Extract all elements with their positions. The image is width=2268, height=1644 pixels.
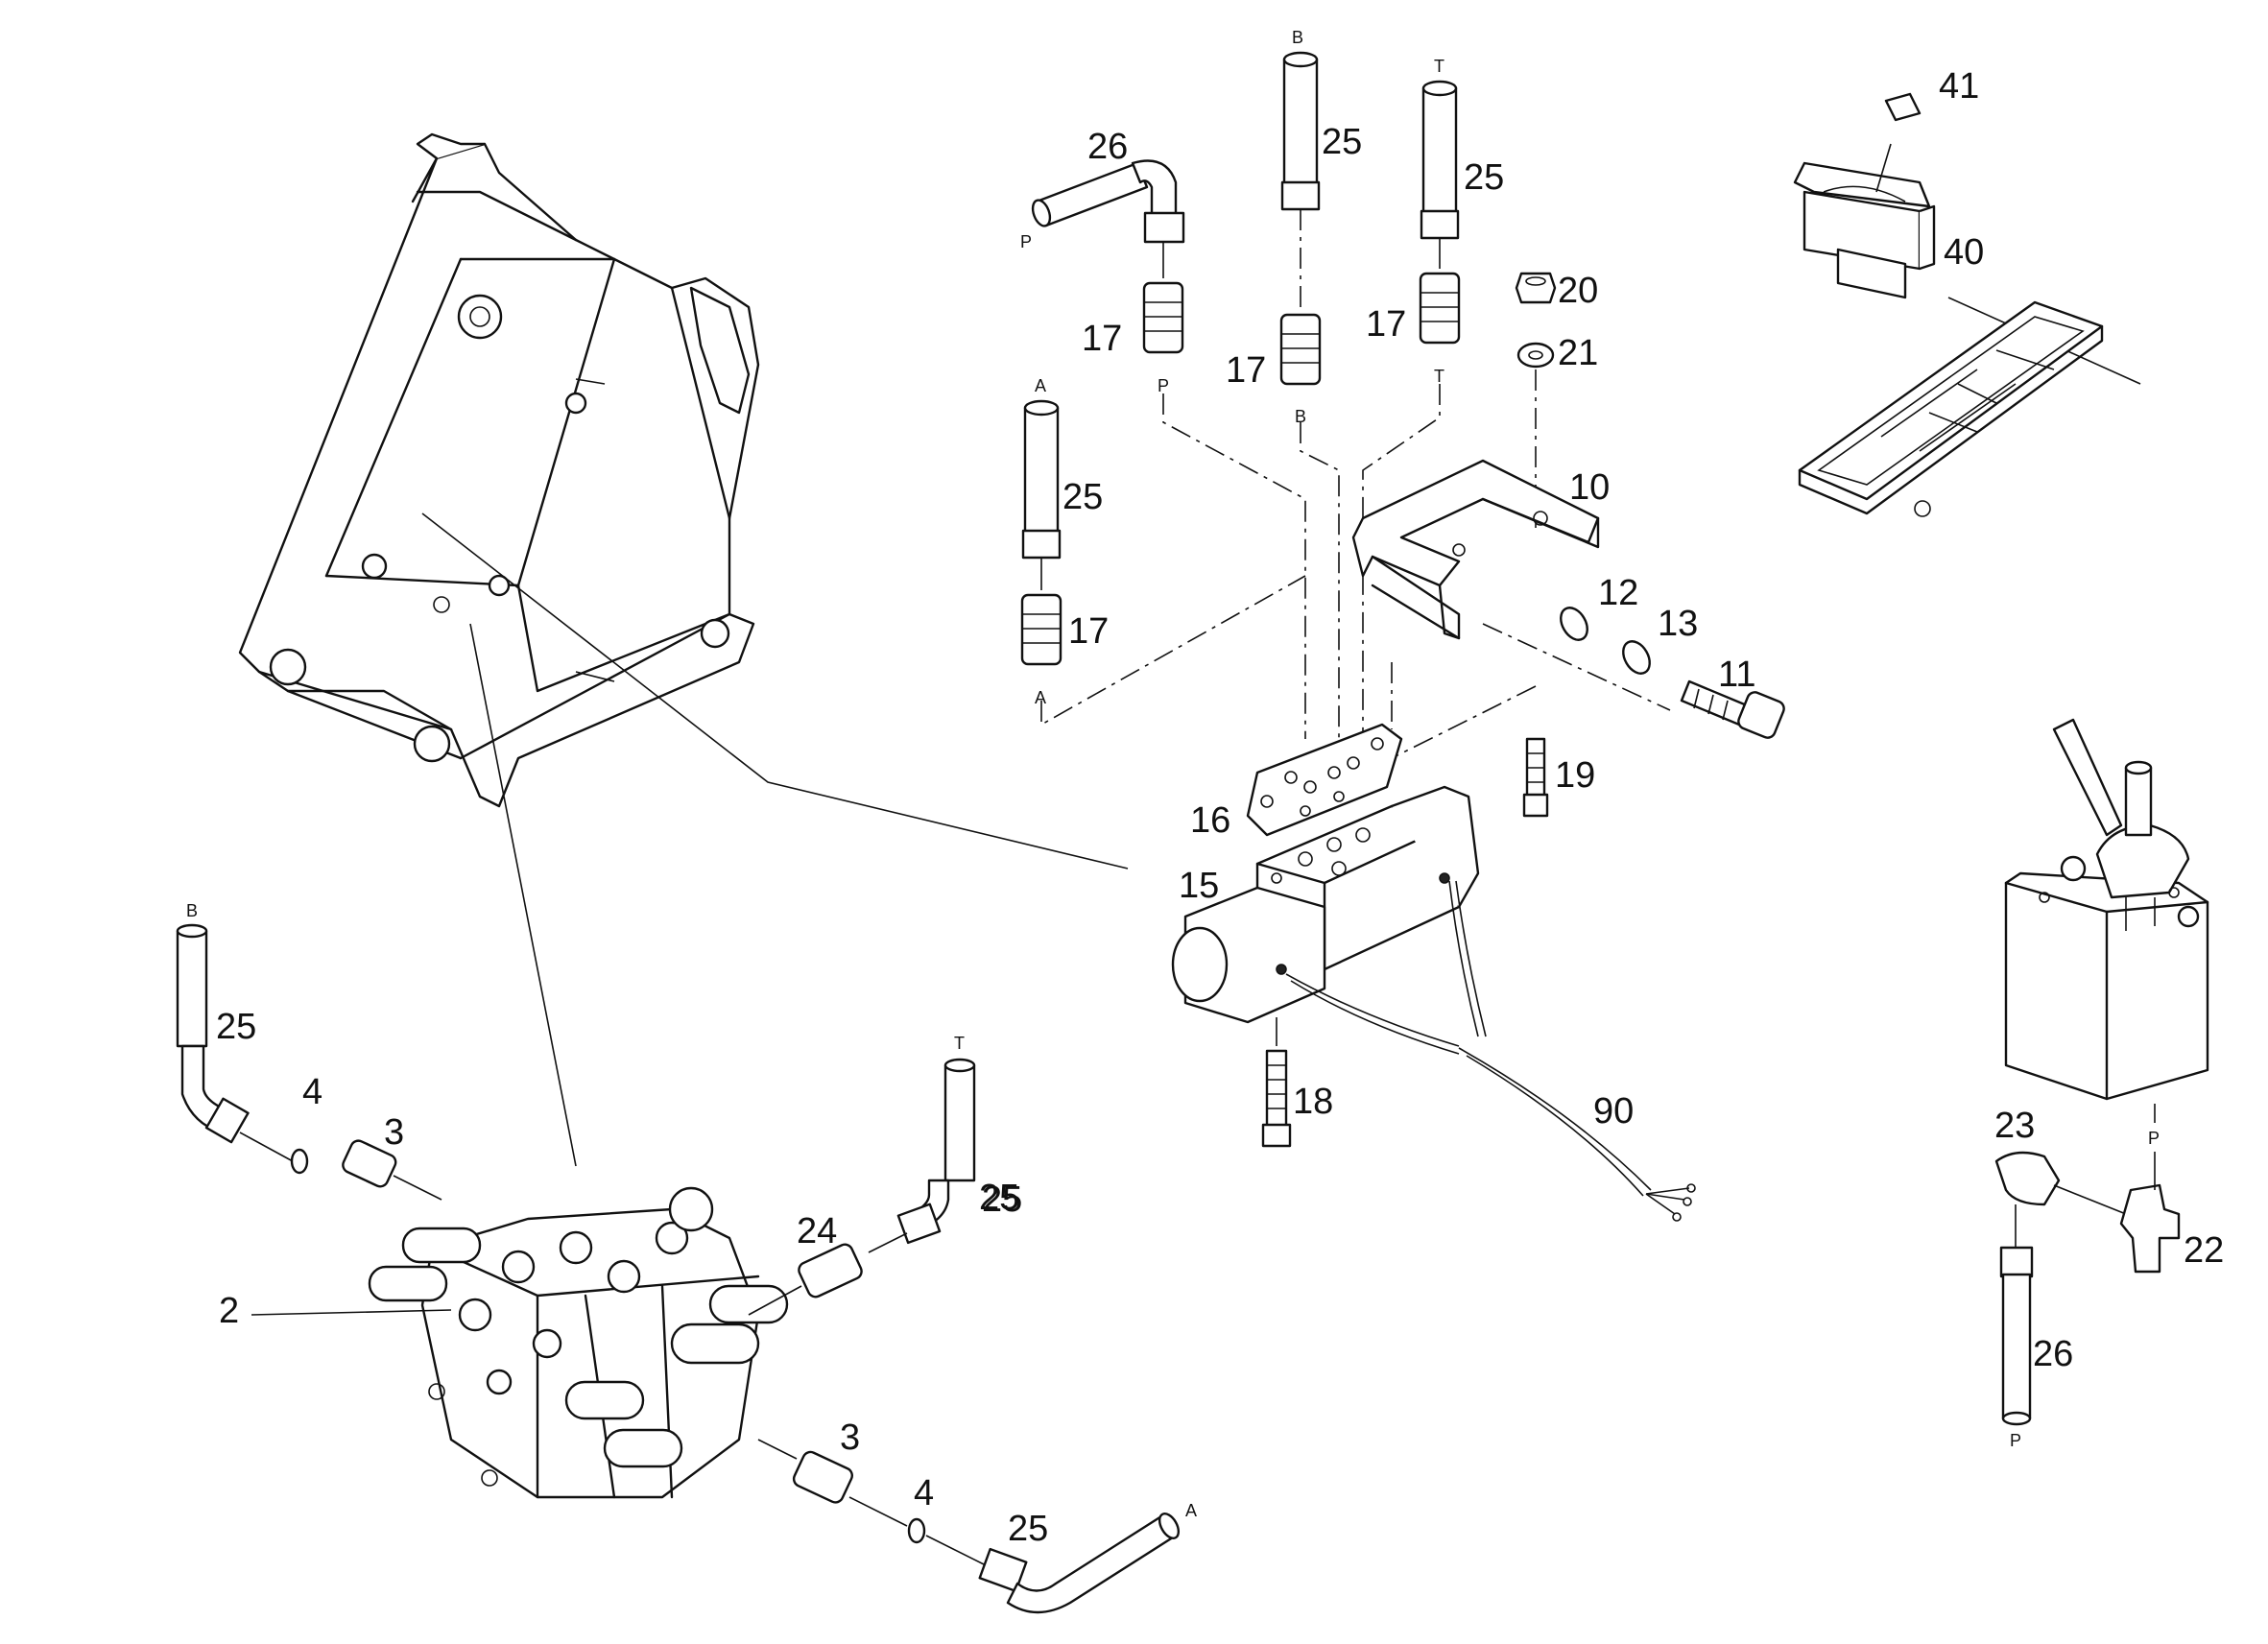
callout-26: 26 (1087, 127, 1128, 167)
callout-16: 16 (1190, 800, 1230, 841)
callout-20: 20 (1558, 271, 1598, 311)
callout-15: 15 (1179, 866, 1219, 906)
switch-cap-41 (1884, 92, 1922, 122)
screw-11 (1680, 679, 1785, 739)
adapter-3-lower (757, 1439, 908, 1527)
callout-22: 22 (2184, 1230, 2224, 1271)
port-label-b: B (186, 901, 198, 920)
panel-plate (1798, 300, 2104, 517)
hose-b-left (176, 923, 294, 1162)
seal-4-lower (907, 1517, 926, 1544)
hose-p-26 (1031, 159, 1185, 278)
callout-4: 4 (302, 1072, 322, 1112)
loader-frame (238, 132, 760, 808)
callout-labels: 2 3 3 4 4 10 11 12 13 15 16 17 17 17 17 … (216, 66, 2224, 1549)
hose-t-mid (868, 1058, 976, 1253)
callout-25: 25 (1008, 1509, 1048, 1549)
callout-23: 23 (1994, 1106, 2035, 1146)
screw-18 (1261, 1017, 1292, 1148)
nut-20 (1515, 272, 1557, 304)
callout-3: 3 (384, 1112, 404, 1153)
leader-line (469, 623, 577, 1167)
port-label-p: P (1020, 232, 1032, 251)
screw-19 (1522, 737, 1549, 818)
solenoid-valve-15 (1171, 785, 1480, 1024)
callout-26: 26 (2033, 1334, 2073, 1374)
callout-17: 17 (1366, 304, 1406, 345)
port-label-b: B (1292, 28, 1303, 47)
fitting-17-a (1020, 593, 1062, 666)
callout-25: 25 (216, 1007, 256, 1047)
routing-line-a (1040, 575, 1306, 727)
callout-17: 17 (1082, 319, 1122, 359)
callout-2: 2 (219, 1291, 239, 1331)
callout-25: 25 (1464, 157, 1504, 198)
port-label-p: P (2148, 1129, 2160, 1148)
callout-17: 17 (1068, 611, 1109, 652)
cable-harness-90 (1285, 880, 1696, 1222)
callout-41: 41 (1939, 66, 1979, 107)
routing-line-p (1162, 393, 1306, 739)
fitting-17-t (1419, 272, 1461, 345)
hose-a-25-left (1021, 399, 1062, 590)
washer-13 (1622, 640, 1651, 675)
callout-4: 4 (914, 1473, 934, 1513)
hose-t-25-top (1420, 80, 1460, 269)
manifold-plate-16 (1246, 723, 1403, 837)
routing-line-t (1362, 384, 1441, 739)
callout-25: 25 (1322, 122, 1362, 162)
control-valve-block (368, 1186, 789, 1499)
elbow-23 (1994, 1151, 2127, 1248)
callout-25: 25 (1062, 477, 1103, 517)
hose-p-26-right (1999, 1246, 2034, 1426)
callout-19: 19 (1555, 755, 1595, 796)
tee-22 (2119, 1152, 2181, 1274)
callout-24: 24 (797, 1211, 837, 1251)
port-label-b: B (1295, 407, 1306, 426)
callout-11: 11 (1718, 655, 1755, 695)
port-labels: P B T P B T A A B T A P P (186, 28, 2160, 1520)
callout-21: 21 (1558, 333, 1598, 373)
port-label-t: T (1434, 57, 1444, 76)
leader-line (421, 512, 1129, 870)
hand-pump-unit (2004, 718, 2209, 1123)
hose-b-25-top (1280, 51, 1321, 312)
callout-90: 90 (1593, 1091, 1634, 1132)
fitting-17-b (1279, 313, 1322, 386)
port-label-a: A (1035, 688, 1046, 707)
port-label-a: A (1035, 376, 1046, 395)
routing-line-screw (1482, 623, 1671, 711)
callout-13: 13 (1658, 604, 1698, 644)
port-label-p: P (1158, 376, 1169, 395)
callout-10: 10 (1569, 467, 1610, 508)
callout-18: 18 (1293, 1082, 1333, 1122)
port-label-t: T (1434, 367, 1444, 386)
rocker-switch-40 (1793, 143, 1936, 299)
bracket-10 (1351, 459, 1600, 640)
callout-12: 12 (1598, 573, 1638, 613)
port-label-t: T (954, 1034, 965, 1053)
routing-line-19 (1391, 685, 1537, 759)
callout-17: 17 (1226, 350, 1266, 391)
seal-4-upper (290, 1148, 309, 1175)
hose-a-lower (925, 1513, 1181, 1614)
fitting-17-p (1142, 281, 1184, 354)
callout-25: 25 (979, 1178, 1019, 1218)
callout-25: 25 (982, 1179, 1022, 1220)
routing-line-b (1300, 422, 1340, 739)
washer-21 (1516, 342, 1555, 369)
callout-40: 40 (1944, 232, 1984, 273)
washer-12 (1560, 607, 1588, 641)
adapter-24 (748, 1243, 863, 1316)
adapter-3-upper (342, 1139, 442, 1201)
callout-3: 3 (840, 1418, 860, 1458)
port-label-p: P (2010, 1431, 2021, 1450)
port-label-a: A (1185, 1501, 1197, 1520)
